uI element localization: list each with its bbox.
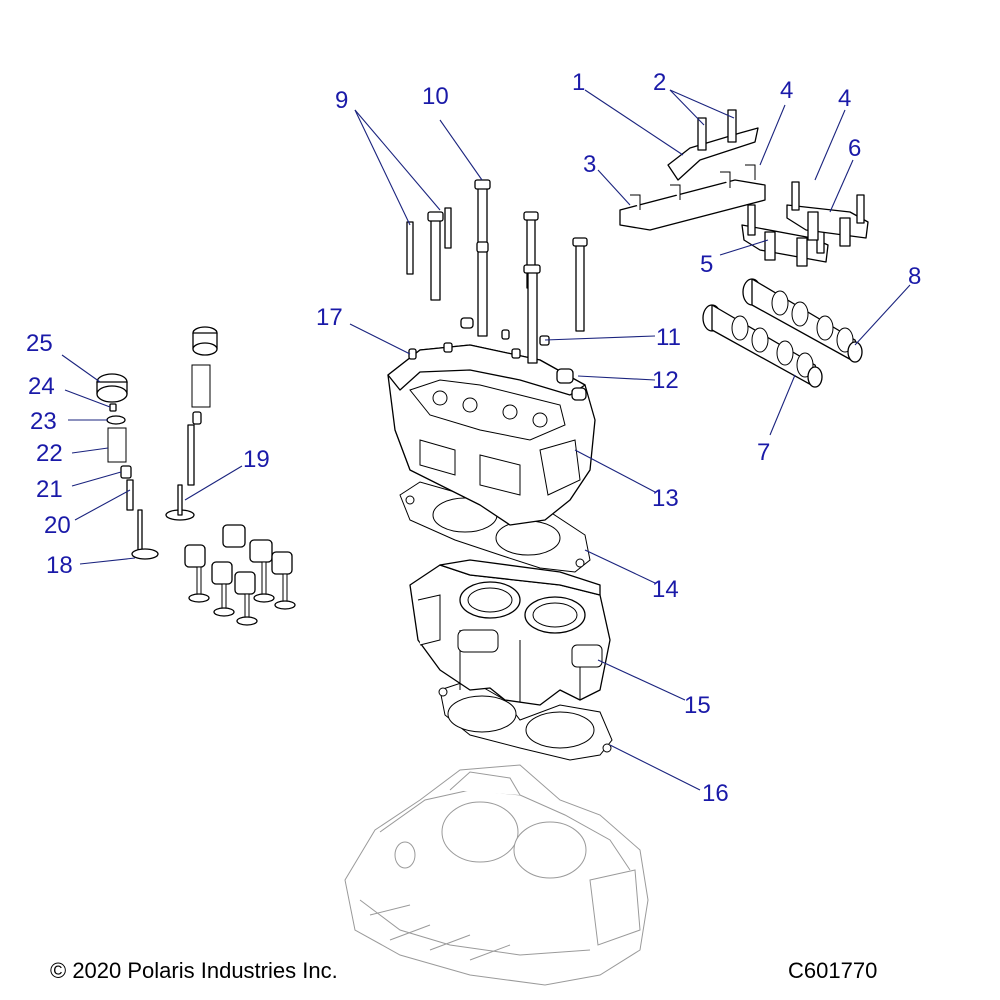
cam-cap-6 bbox=[786, 181, 869, 247]
callout-21: 21 bbox=[36, 476, 63, 503]
cylinder-block bbox=[409, 559, 611, 706]
valve-keepers-24 bbox=[109, 403, 117, 412]
valve-assembly-19 bbox=[165, 326, 218, 521]
cam-chain-guide-1 bbox=[667, 109, 759, 181]
head-bolts bbox=[406, 179, 588, 364]
washers-near-bolts bbox=[443, 317, 550, 359]
callout-9: 9 bbox=[335, 87, 348, 114]
callout-3: 3 bbox=[583, 151, 596, 178]
valve-cluster bbox=[184, 524, 296, 626]
callout-15: 15 bbox=[684, 692, 711, 719]
callout-17: 17 bbox=[316, 304, 343, 331]
camshaft-7 bbox=[702, 304, 823, 388]
valve-guide-20 bbox=[126, 479, 134, 511]
callout-14: 14 bbox=[652, 576, 679, 603]
callout-24: 24 bbox=[28, 373, 55, 400]
dowel-pin-17 bbox=[408, 348, 417, 360]
callout-12: 12 bbox=[652, 367, 679, 394]
callout-4a: 4 bbox=[780, 77, 793, 104]
callout-8: 8 bbox=[908, 263, 921, 290]
callout-7: 7 bbox=[757, 439, 770, 466]
camshaft-8 bbox=[742, 278, 863, 363]
callout-19: 19 bbox=[243, 446, 270, 473]
nut-12 bbox=[556, 368, 587, 401]
callout-2: 2 bbox=[653, 69, 666, 96]
valve-bucket-25 bbox=[96, 373, 128, 403]
valve-retainer-23 bbox=[106, 415, 126, 425]
callout-16: 16 bbox=[702, 780, 729, 807]
callout-10: 10 bbox=[422, 83, 449, 110]
callout-18: 18 bbox=[46, 552, 73, 579]
leader-lines bbox=[61, 89, 911, 791]
callout-4b: 4 bbox=[838, 85, 851, 112]
valve-spring-22 bbox=[107, 427, 127, 463]
cam-cap-3 bbox=[619, 164, 766, 231]
drawing-id: C601770 bbox=[788, 958, 878, 983]
callout-1: 1 bbox=[572, 69, 585, 96]
cylinder-head bbox=[387, 344, 596, 526]
copyright-notice: © 2020 Polaris Industries Inc. bbox=[50, 958, 338, 983]
valve-18 bbox=[131, 509, 159, 560]
callout-23: 23 bbox=[30, 408, 57, 435]
crankcase-ghost bbox=[344, 764, 649, 986]
valve-seal-21 bbox=[120, 465, 132, 479]
callout-13: 13 bbox=[652, 485, 679, 512]
callout-22: 22 bbox=[36, 440, 63, 467]
callout-25: 25 bbox=[26, 330, 53, 357]
callout-5: 5 bbox=[700, 251, 713, 278]
callouts: 1 2 3 4 4 5 6 7 8 9 10 11 12 13 14 15 16… bbox=[26, 69, 921, 807]
base-gasket bbox=[438, 679, 613, 761]
callout-20: 20 bbox=[44, 512, 71, 539]
callout-11: 11 bbox=[656, 324, 681, 351]
callout-6: 6 bbox=[848, 135, 861, 162]
